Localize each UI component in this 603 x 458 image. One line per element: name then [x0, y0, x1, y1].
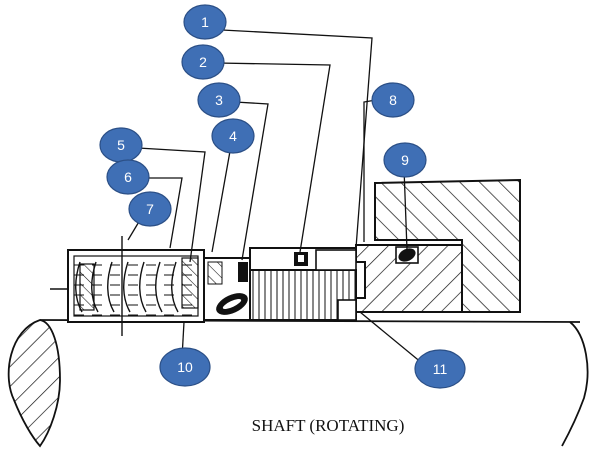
rotating-seal-head — [50, 236, 205, 336]
shaft-label: SHAFT (ROTATING) — [252, 416, 405, 435]
callouts: 1 2 3 4 5 6 7 8 9 10 11 — [99, 4, 466, 389]
rotating-face — [203, 257, 251, 321]
callout-9: 9 — [383, 142, 427, 178]
callout-7-label: 7 — [146, 201, 154, 217]
callout-5: 5 — [99, 127, 143, 163]
callout-1-label: 1 — [201, 14, 209, 30]
callout-6-label: 6 — [124, 169, 132, 185]
seal-face-ring — [249, 249, 357, 321]
callout-10: 10 — [159, 347, 211, 387]
callout-5-label: 5 — [117, 137, 125, 153]
callout-2-label: 2 — [199, 54, 207, 70]
callout-3-label: 3 — [215, 92, 223, 108]
callout-1: 1 — [183, 4, 227, 40]
callout-4: 4 — [211, 118, 255, 154]
callout-8: 8 — [371, 82, 415, 118]
callout-8-label: 8 — [389, 92, 397, 108]
callout-9-label: 9 — [401, 152, 409, 168]
callout-7: 7 — [128, 191, 172, 227]
callout-11: 11 — [414, 349, 466, 389]
callout-4-label: 4 — [229, 128, 237, 144]
assembly-outline — [68, 247, 356, 259]
callout-6: 6 — [106, 159, 150, 195]
callout-11-label: 11 — [433, 361, 448, 377]
callout-2: 2 — [181, 44, 225, 80]
leader-lines — [127, 29, 429, 369]
callout-3: 3 — [197, 82, 241, 118]
callout-10-label: 10 — [177, 359, 193, 375]
